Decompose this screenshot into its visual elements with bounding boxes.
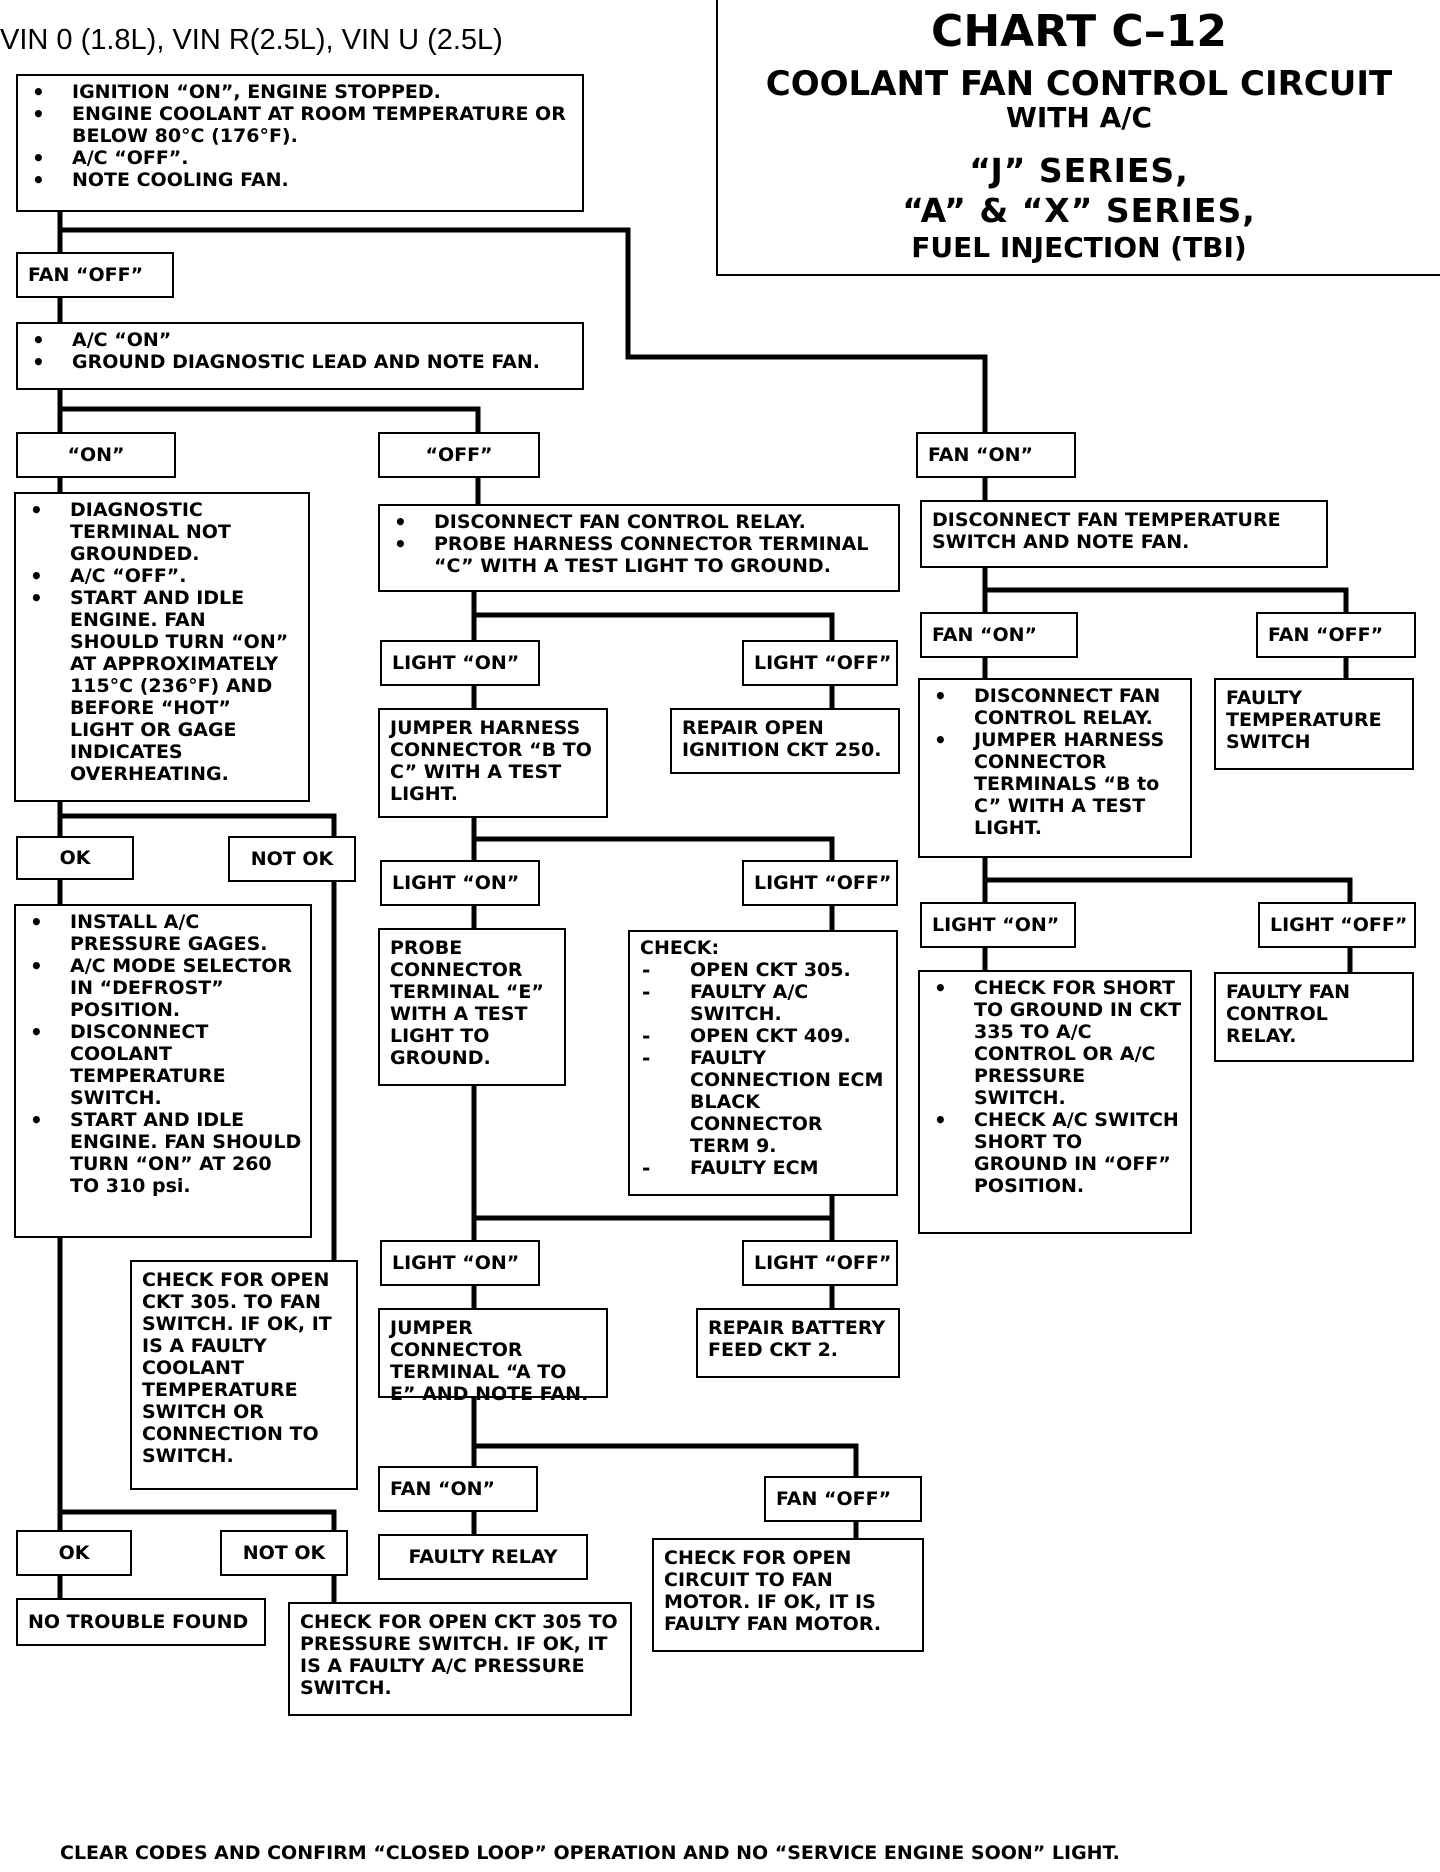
node-light-on-2: LIGHT “ON” xyxy=(380,860,540,906)
chart-title: COOLANT FAN CONTROL CIRCUIT xyxy=(765,64,1393,104)
node-repair-ignition: REPAIR OPEN IGNITION CKT 250. xyxy=(670,708,900,774)
node-fan-off-3: FAN “OFF” xyxy=(764,1476,922,1522)
step-item: NOTE COOLING FAN. xyxy=(32,169,574,191)
node-repair-battery-feed: REPAIR BATTERY FEED CKT 2. xyxy=(696,1308,900,1378)
check-item: FAULTY A/C SWITCH. xyxy=(640,981,888,1025)
node-disconnect-relay-jumper: DISCONNECT FAN CONTROL RELAY. JUMPER HAR… xyxy=(918,678,1192,858)
node-light-off-3: LIGHT “OFF” xyxy=(742,1240,898,1286)
chart-id: CHART C–12 xyxy=(931,6,1227,57)
step-item: GROUND DIAGNOSTIC LEAD AND NOTE FAN. xyxy=(32,351,574,373)
node-check-ckt305-fan-switch: CHECK FOR OPEN CKT 305. TO FAN SWITCH. I… xyxy=(130,1260,358,1490)
step-item: DISCONNECT FAN CONTROL RELAY. xyxy=(394,511,890,533)
node-faulty-fan-control-relay: FAULTY FAN CONTROL RELAY. xyxy=(1214,972,1414,1062)
node-light-off-1: LIGHT “OFF” xyxy=(742,640,898,686)
check-item: FAULTY CONNECTION ECM BLACK CONNECTOR TE… xyxy=(640,1047,888,1157)
step-item: START AND IDLE ENGINE. FAN SHOULD TURN “… xyxy=(30,1109,302,1197)
step-item: ENGINE COOLANT AT ROOM TEMPERATURE OR BE… xyxy=(32,103,574,147)
system-line: FUEL INJECTION (TBI) xyxy=(911,231,1247,264)
node-light-off-2: LIGHT “OFF” xyxy=(742,860,898,906)
series-line-1: “J” SERIES, xyxy=(969,151,1189,190)
node-check-list: CHECK: OPEN CKT 305. FAULTY A/C SWITCH. … xyxy=(628,930,898,1196)
check-heading: CHECK: xyxy=(640,937,720,959)
check-item: OPEN CKT 409. xyxy=(640,1025,888,1047)
node-fan-off-2: FAN “OFF” xyxy=(1256,612,1416,658)
step-item: A/C “ON” xyxy=(32,329,574,351)
step-item: DIAGNOSTIC TERMINAL NOT GROUNDED. xyxy=(30,499,300,565)
node-jumper-a-to-e: JUMPER CONNECTOR TERMINAL “A TO E” AND N… xyxy=(378,1308,608,1405)
node-check-ckt305-pressure-switch: CHECK FOR OPEN CKT 305 TO PRESSURE SWITC… xyxy=(288,1602,632,1716)
node-light-on-3: LIGHT “ON” xyxy=(380,1240,540,1286)
node-ok-1: OK xyxy=(16,836,134,880)
node-install-gages: INSTALL A/C PRESSURE GAGES. A/C MODE SEL… xyxy=(14,904,312,1238)
step-item: START AND IDLE ENGINE. FAN SHOULD TURN “… xyxy=(30,587,300,785)
node-disconnect-relay-probe: DISCONNECT FAN CONTROL RELAY. PROBE HARN… xyxy=(378,504,900,592)
step-item: CHECK A/C SWITCH SHORT TO GROUND IN “OFF… xyxy=(934,1109,1182,1197)
node-no-trouble-found: NO TROUBLE FOUND xyxy=(16,1598,266,1646)
vin-caption: VIN 0 (1.8L), VIN R(2.5L), VIN U (2.5L) xyxy=(0,24,503,56)
node-fan-on-3: FAN “ON” xyxy=(378,1466,538,1512)
node-light-on-r: LIGHT “ON” xyxy=(920,902,1076,948)
step-item: CHECK FOR SHORT TO GROUND IN CKT 335 TO … xyxy=(934,977,1182,1109)
node-ac-on-ground-diag: A/C “ON” GROUND DIAGNOSTIC LEAD AND NOTE… xyxy=(16,322,584,390)
node-fan-on-1: FAN “ON” xyxy=(916,432,1076,478)
node-faulty-relay: FAULTY RELAY xyxy=(378,1534,588,1580)
step-item: A/C MODE SELECTOR IN “DEFROST” POSITION. xyxy=(30,955,302,1021)
step-item: IGNITION “ON”, ENGINE STOPPED. xyxy=(32,81,574,103)
node-on-1: “ON” xyxy=(16,432,176,478)
node-disconnect-temp-switch: DISCONNECT FAN TEMPERATURE SWITCH AND NO… xyxy=(920,500,1328,568)
step-item: JUMPER HARNESS CONNECTOR TERMINALS “B to… xyxy=(934,729,1182,839)
node-fan-on-2: FAN “ON” xyxy=(920,612,1078,658)
step-item: A/C “OFF”. xyxy=(32,147,574,169)
node-light-off-r: LIGHT “OFF” xyxy=(1258,902,1416,948)
node-probe-terminal-e: PROBE CONNECTOR TERMINAL “E” WITH A TEST… xyxy=(378,928,566,1086)
check-item: FAULTY ECM xyxy=(640,1157,888,1179)
node-light-on-1: LIGHT “ON” xyxy=(380,640,540,686)
node-off-1: “OFF” xyxy=(378,432,540,478)
node-not-ok-1: NOT OK xyxy=(228,836,356,882)
node-start-conditions: IGNITION “ON”, ENGINE STOPPED. ENGINE CO… xyxy=(16,74,584,212)
node-ok-2: OK xyxy=(16,1530,132,1576)
step-item: DISCONNECT COOLANT TEMPERATURE SWITCH. xyxy=(30,1021,302,1109)
series-line-2: “A” & “X” SERIES, xyxy=(902,191,1256,230)
node-check-fan-motor: CHECK FOR OPEN CIRCUIT TO FAN MOTOR. IF … xyxy=(652,1538,924,1652)
step-item: A/C “OFF”. xyxy=(30,565,300,587)
node-faulty-temp-switch: FAULTY TEMPERATURE SWITCH xyxy=(1214,678,1414,770)
footer-instruction: CLEAR CODES AND CONFIRM “CLOSED LOOP” OP… xyxy=(60,1842,1120,1864)
node-fan-off-1: FAN “OFF” xyxy=(16,252,174,298)
chart-subtitle: WITH A/C xyxy=(1005,101,1153,134)
node-not-ok-2: NOT OK xyxy=(220,1530,348,1576)
step-item: DISCONNECT FAN CONTROL RELAY. xyxy=(934,685,1182,729)
node-diag-not-grounded: DIAGNOSTIC TERMINAL NOT GROUNDED. A/C “O… xyxy=(14,492,310,802)
chart-title-block: CHART C–12 COOLANT FAN CONTROL CIRCUIT W… xyxy=(716,0,1440,276)
step-item: PROBE HARNESS CONNECTOR TERMINAL “C” WIT… xyxy=(394,533,890,577)
check-item: OPEN CKT 305. xyxy=(640,959,888,981)
step-item: INSTALL A/C PRESSURE GAGES. xyxy=(30,911,302,955)
node-jumper-b-to-c: JUMPER HARNESS CONNECTOR “B TO C” WITH A… xyxy=(378,708,608,818)
node-check-short-ground: CHECK FOR SHORT TO GROUND IN CKT 335 TO … xyxy=(918,970,1192,1234)
